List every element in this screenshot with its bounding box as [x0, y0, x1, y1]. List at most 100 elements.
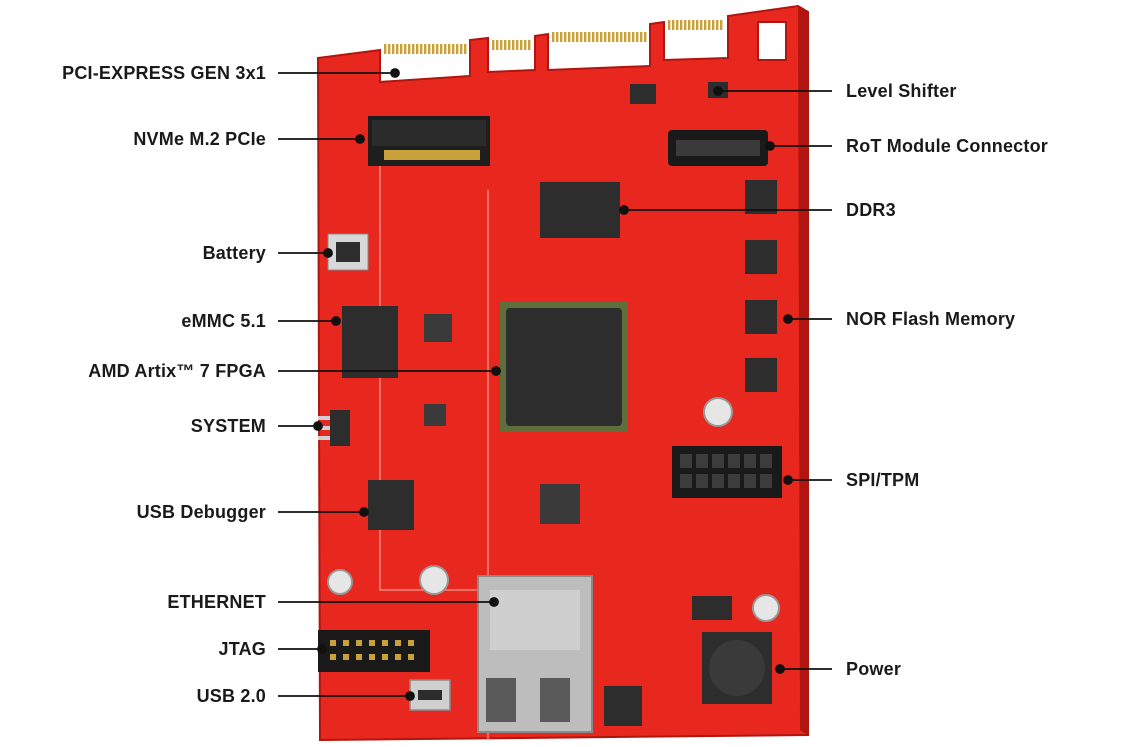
edge-finger [416, 44, 419, 54]
edge-finger [688, 20, 691, 30]
edge-finger [604, 32, 607, 42]
edge-finger [712, 20, 715, 30]
emmc-chip [342, 306, 398, 378]
edge-finger [636, 32, 639, 42]
label-rot-module-connector: RoT Module Connector [846, 136, 1048, 156]
spi-pin [680, 454, 692, 468]
edge-finger [668, 20, 671, 30]
jtag-pin [382, 640, 388, 646]
label-pci-express: PCI-EXPRESS GEN 3x1 [62, 63, 266, 83]
edge-finger [644, 32, 647, 42]
fpga-package [500, 302, 628, 432]
label-nvme-m2-pcie: NVMe M.2 PCIe [133, 129, 266, 149]
left-battery-leader-dot [323, 248, 333, 258]
jtag-pin [408, 640, 414, 646]
spi-pin [744, 474, 756, 488]
edge-finger [392, 44, 395, 54]
edge-finger [448, 44, 451, 54]
right-rot-connector-leader-dot [765, 141, 775, 151]
left-fpga-leader-dot [491, 366, 501, 376]
edge-finger [492, 40, 495, 50]
label-ethernet: ETHERNET [167, 592, 266, 612]
edge-finger [596, 32, 599, 42]
edge-finger [460, 44, 463, 54]
right-nor-flash-leader-dot [783, 314, 793, 324]
left-ethernet-leader-dot [489, 597, 499, 607]
spi-pin [680, 474, 692, 488]
edge-finger [716, 20, 719, 30]
edge-finger [700, 20, 703, 30]
label-system: SYSTEM [190, 416, 266, 436]
edge-finger [500, 40, 503, 50]
jtag-pin [356, 640, 362, 646]
left-emmc-leader-dot [331, 316, 341, 326]
edge-finger [464, 44, 467, 54]
left-jtag-leader-dot [317, 644, 327, 654]
edge-finger [568, 32, 571, 42]
spi-pin [728, 454, 740, 468]
jtag-pin [330, 654, 336, 660]
right-ddr3-leader-dot [619, 205, 629, 215]
ddr3-chip [540, 182, 620, 238]
edge-finger [556, 32, 559, 42]
spi-pin [744, 454, 756, 468]
jtag-pin [395, 640, 401, 646]
system-header [318, 410, 350, 446]
left-nvme-leader-dot [355, 134, 365, 144]
edge-finger [584, 32, 587, 42]
right-spi-tpm-leader-dot [783, 475, 793, 485]
battery-connector [327, 233, 369, 271]
left-pci-express-leader-dot [390, 68, 400, 78]
jtag-pin [343, 654, 349, 660]
label-ddr3: DDR3 [846, 200, 896, 220]
jtag-pin [395, 654, 401, 660]
rot-module-connector [668, 130, 768, 166]
right-power-leader-dot [775, 664, 785, 674]
spi-pin [760, 474, 772, 488]
label-emmc: eMMC 5.1 [181, 311, 266, 331]
edge-finger [624, 32, 627, 42]
edge-finger [696, 20, 699, 30]
spi-pin [760, 454, 772, 468]
jtag-pin [382, 654, 388, 660]
edge-finger [720, 20, 723, 30]
edge-finger [408, 44, 411, 54]
edge-finger [592, 32, 595, 42]
edge-finger [640, 32, 643, 42]
nor-flash-chips [745, 180, 777, 392]
label-level-shifter: Level Shifter [846, 81, 957, 101]
edge-finger [452, 44, 455, 54]
edge-finger [516, 40, 519, 50]
edge-finger [424, 44, 427, 54]
jtag-pin [330, 640, 336, 646]
spi-pin [712, 454, 724, 468]
edge-finger [496, 40, 499, 50]
board-cutout [757, 21, 787, 61]
spi-pin [696, 474, 708, 488]
label-nor-flash: NOR Flash Memory [846, 309, 1016, 329]
edge-finger [428, 44, 431, 54]
edge-finger [708, 20, 711, 30]
edge-finger [400, 44, 403, 54]
edge-finger [412, 44, 415, 54]
label-power: Power [846, 659, 902, 679]
edge-finger [436, 44, 439, 54]
label-usb-2: USB 2.0 [196, 686, 266, 706]
edge-finger [508, 40, 511, 50]
edge-finger [404, 44, 407, 54]
edge-finger [628, 32, 631, 42]
jtag-pin [408, 654, 414, 660]
label-usb-debugger: USB Debugger [136, 502, 266, 522]
edge-finger [572, 32, 575, 42]
left-usb2-leader-dot [405, 691, 415, 701]
edge-finger [520, 40, 523, 50]
edge-finger [588, 32, 591, 42]
left-system-leader-dot [313, 421, 323, 431]
spi-pin [728, 474, 740, 488]
spi-pin [696, 454, 708, 468]
edge-finger [616, 32, 619, 42]
edge-finger [612, 32, 615, 42]
edge-finger [456, 44, 459, 54]
nvme-m2-connector [368, 116, 490, 166]
jtag-header [318, 630, 430, 672]
